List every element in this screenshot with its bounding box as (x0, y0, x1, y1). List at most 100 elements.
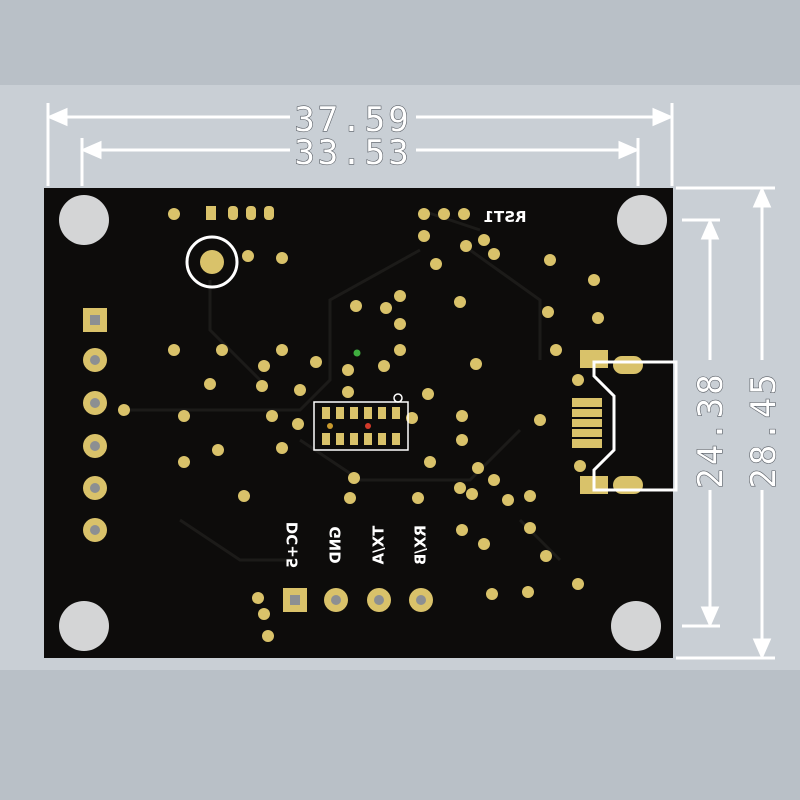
via (168, 344, 180, 356)
ic-pad (364, 433, 372, 445)
via (524, 490, 536, 502)
via (292, 418, 304, 430)
pin-label: GND (327, 526, 345, 563)
via (422, 388, 434, 400)
via (380, 302, 392, 314)
via (542, 306, 554, 318)
header-pad-round (83, 434, 107, 458)
left-header (83, 308, 107, 542)
via (486, 588, 498, 600)
via (502, 494, 514, 506)
pcb-board (44, 188, 673, 658)
via (310, 356, 322, 368)
via (242, 250, 254, 262)
top-small-header (206, 206, 274, 220)
via (276, 252, 288, 264)
silk-ring (185, 235, 239, 289)
via (216, 344, 228, 356)
ic-pad (336, 433, 344, 445)
via (342, 386, 354, 398)
large-pad (200, 250, 224, 274)
mounting-hole (59, 601, 109, 651)
via (276, 344, 288, 356)
via (458, 208, 470, 220)
ic-pad (322, 433, 330, 445)
via (572, 578, 584, 590)
via (488, 248, 500, 260)
via (178, 456, 190, 468)
via (204, 378, 216, 390)
via (456, 410, 468, 422)
via (438, 208, 450, 220)
ic-pad (322, 407, 330, 419)
via (574, 460, 586, 472)
via (344, 492, 356, 504)
ic-pad (378, 433, 386, 445)
via (466, 488, 478, 500)
via (454, 482, 466, 494)
via (294, 384, 306, 396)
via (418, 208, 430, 220)
via (430, 258, 442, 270)
mounting-holes (59, 195, 667, 651)
via (470, 358, 482, 370)
ic-pad (392, 433, 400, 445)
via (588, 274, 600, 286)
header-pad-round (324, 588, 348, 612)
via (258, 608, 270, 620)
via (540, 550, 552, 562)
via (118, 404, 130, 416)
dimension-height-outer: 28.45 (744, 371, 784, 488)
via (276, 442, 288, 454)
via (238, 490, 250, 502)
ic-footprint (313, 393, 409, 451)
usb-connector (572, 350, 678, 494)
pin-label: RX/B (412, 525, 430, 565)
dimension-width-outer: 37.59 (294, 100, 411, 140)
mounting-hole (611, 601, 661, 651)
mounting-hole (59, 195, 109, 245)
via (544, 254, 556, 266)
pin-label: TX/A (370, 526, 388, 565)
ic-pad (350, 407, 358, 419)
via (178, 410, 190, 422)
green-via (353, 349, 361, 357)
via (424, 456, 436, 468)
via (456, 434, 468, 446)
via (168, 208, 180, 220)
via (394, 290, 406, 302)
ic-pad (350, 433, 358, 445)
ic-pad (336, 407, 344, 419)
header-pad-round (83, 391, 107, 415)
header-pad-round (83, 518, 107, 542)
via (534, 414, 546, 426)
bottom-header (283, 588, 433, 612)
via (418, 230, 430, 242)
reset-label: RST1 (483, 208, 526, 226)
via (524, 522, 536, 534)
via (488, 474, 500, 486)
via (252, 592, 264, 604)
via (212, 444, 224, 456)
via (342, 364, 354, 376)
via (350, 300, 362, 312)
via (258, 360, 270, 372)
via (572, 374, 584, 386)
via (394, 318, 406, 330)
via (256, 380, 268, 392)
via (550, 344, 562, 356)
dimension-height-inner: 24.38 (691, 371, 731, 488)
via (592, 312, 604, 324)
header-pad-round (409, 588, 433, 612)
via (456, 524, 468, 536)
ic-pad (392, 407, 400, 419)
vias (118, 208, 604, 642)
ic-pad (364, 407, 372, 419)
via (412, 492, 424, 504)
board-traces (120, 208, 562, 562)
header-pad-round (83, 348, 107, 372)
via (460, 240, 472, 252)
via (406, 412, 418, 424)
via (454, 296, 466, 308)
